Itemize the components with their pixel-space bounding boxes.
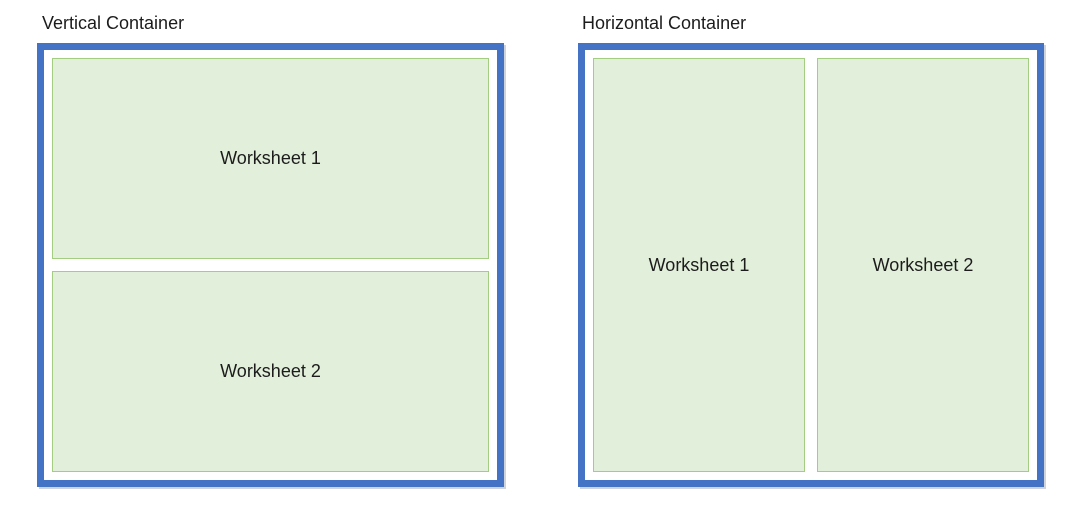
vertical-container-diagram: Worksheet 1 Worksheet 2	[37, 43, 504, 487]
horizontal-worksheet-1-box: Worksheet 1	[593, 58, 805, 472]
vertical-worksheet-1-box: Worksheet 1	[52, 58, 489, 259]
vertical-worksheet-2-box: Worksheet 2	[52, 271, 489, 472]
vertical-container-title: Vertical Container	[42, 13, 185, 33]
horizontal-worksheet-2-box: Worksheet 2	[817, 58, 1029, 472]
horizontal-container-title: Horizontal Container	[582, 13, 747, 33]
horizontal-container-diagram: Worksheet 1 Worksheet 2	[578, 43, 1044, 487]
